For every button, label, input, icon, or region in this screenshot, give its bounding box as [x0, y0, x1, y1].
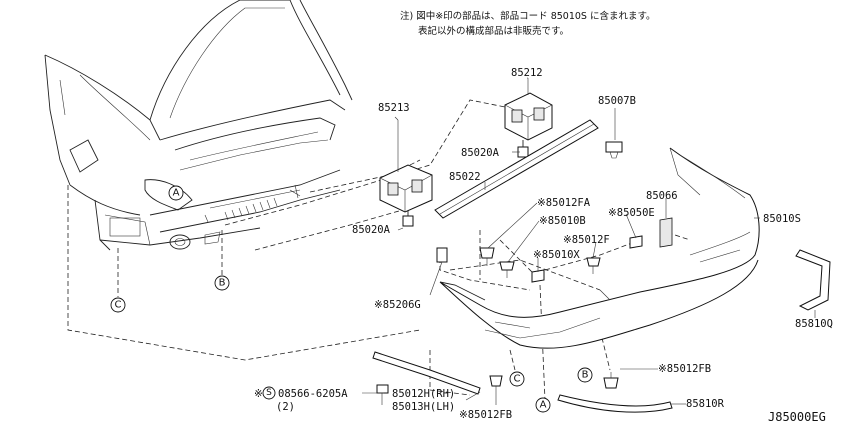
- clip-85010x: [531, 269, 545, 283]
- clip-85012fa: [479, 247, 495, 266]
- diagram-id: J85000EG: [768, 410, 826, 424]
- label-85010s: 85010S: [763, 213, 801, 225]
- label-85066: 85066: [646, 190, 678, 202]
- svg-text:A: A: [540, 400, 547, 411]
- note-line-2: 表記以外の構成部品は非販売です。: [418, 25, 569, 37]
- callout-a-body: A: [168, 185, 184, 201]
- label-85810q: 85810Q: [795, 318, 833, 330]
- bracket-85012h-85013h: [372, 351, 481, 395]
- svg-text:A: A: [173, 188, 180, 199]
- bolt-85020a-upper: [517, 140, 529, 158]
- label-85012fb-right: ※85012FB: [658, 363, 711, 375]
- svg-text:S: S: [266, 388, 272, 398]
- callout-b-bumper: B: [577, 367, 593, 383]
- callout-c-body: C: [110, 248, 126, 313]
- leader-lines: [362, 77, 816, 405]
- note-line-1: 注) 図中※印の部品は、部品コード 85010S に含まれます。: [400, 10, 656, 22]
- label-85050e: ※85050E: [608, 207, 655, 219]
- bracket-85213: [379, 120, 433, 213]
- svg-text:C: C: [115, 300, 122, 311]
- svg-text:B: B: [582, 370, 589, 381]
- clip-85206g: [429, 247, 448, 296]
- label-85020a-upper: 85020A: [461, 147, 500, 159]
- label-85012fb-bottom: ※85012FB: [459, 409, 512, 421]
- fastener-85007b: [605, 108, 623, 159]
- rivet-85010b: [499, 261, 515, 278]
- label-85213: 85213: [378, 102, 410, 114]
- label-08566-6205a: 08566-6205A: [278, 388, 348, 400]
- reinforcement-85022: [434, 119, 599, 219]
- bolt-08566-6205a: [376, 384, 389, 405]
- clip-85012fb-bottom: [489, 375, 503, 405]
- label-85206g: ※85206G: [374, 299, 421, 311]
- bracket-85212: [504, 78, 553, 141]
- svg-text:C: C: [514, 374, 521, 385]
- car-body-illustration: [44, 0, 353, 251]
- pad-85066: [659, 198, 673, 248]
- svg-text:B: B: [219, 278, 226, 289]
- label-85010b: ※85010B: [539, 215, 586, 227]
- label-08566-qty: (2): [276, 401, 295, 413]
- standard-part-s-icon: S: [262, 386, 276, 400]
- bumper-fascia-85010s: [439, 147, 760, 349]
- label-85012fa: ※85012FA: [537, 197, 591, 209]
- label-85012f: ※85012F: [563, 234, 610, 246]
- clip-85050e: [629, 235, 643, 249]
- label-85012h: 85012H(RH): [392, 388, 455, 400]
- clip-85012f: [586, 257, 601, 274]
- label-85013h: 85013H(LH): [392, 401, 455, 413]
- molding-85810q: [795, 249, 831, 311]
- label-85010x: ※85010X: [533, 249, 580, 261]
- callout-a-bumper: A: [535, 397, 551, 413]
- label-85020a-lower: 85020A: [352, 224, 391, 236]
- molding-85810r: [557, 394, 673, 413]
- bolt-85020a-lower: [397, 211, 414, 231]
- label-08566-prefix: ※: [254, 388, 263, 400]
- callout-b-body: B: [214, 230, 230, 291]
- label-85022: 85022: [449, 171, 481, 183]
- callout-c-bumper: C: [509, 371, 525, 387]
- clip-85012fb-right: [603, 372, 619, 389]
- assembly-guide-lines: [67, 99, 691, 401]
- label-85007b: 85007B: [598, 95, 636, 107]
- label-85212: 85212: [511, 67, 543, 79]
- label-85810r: 85810R: [686, 398, 725, 410]
